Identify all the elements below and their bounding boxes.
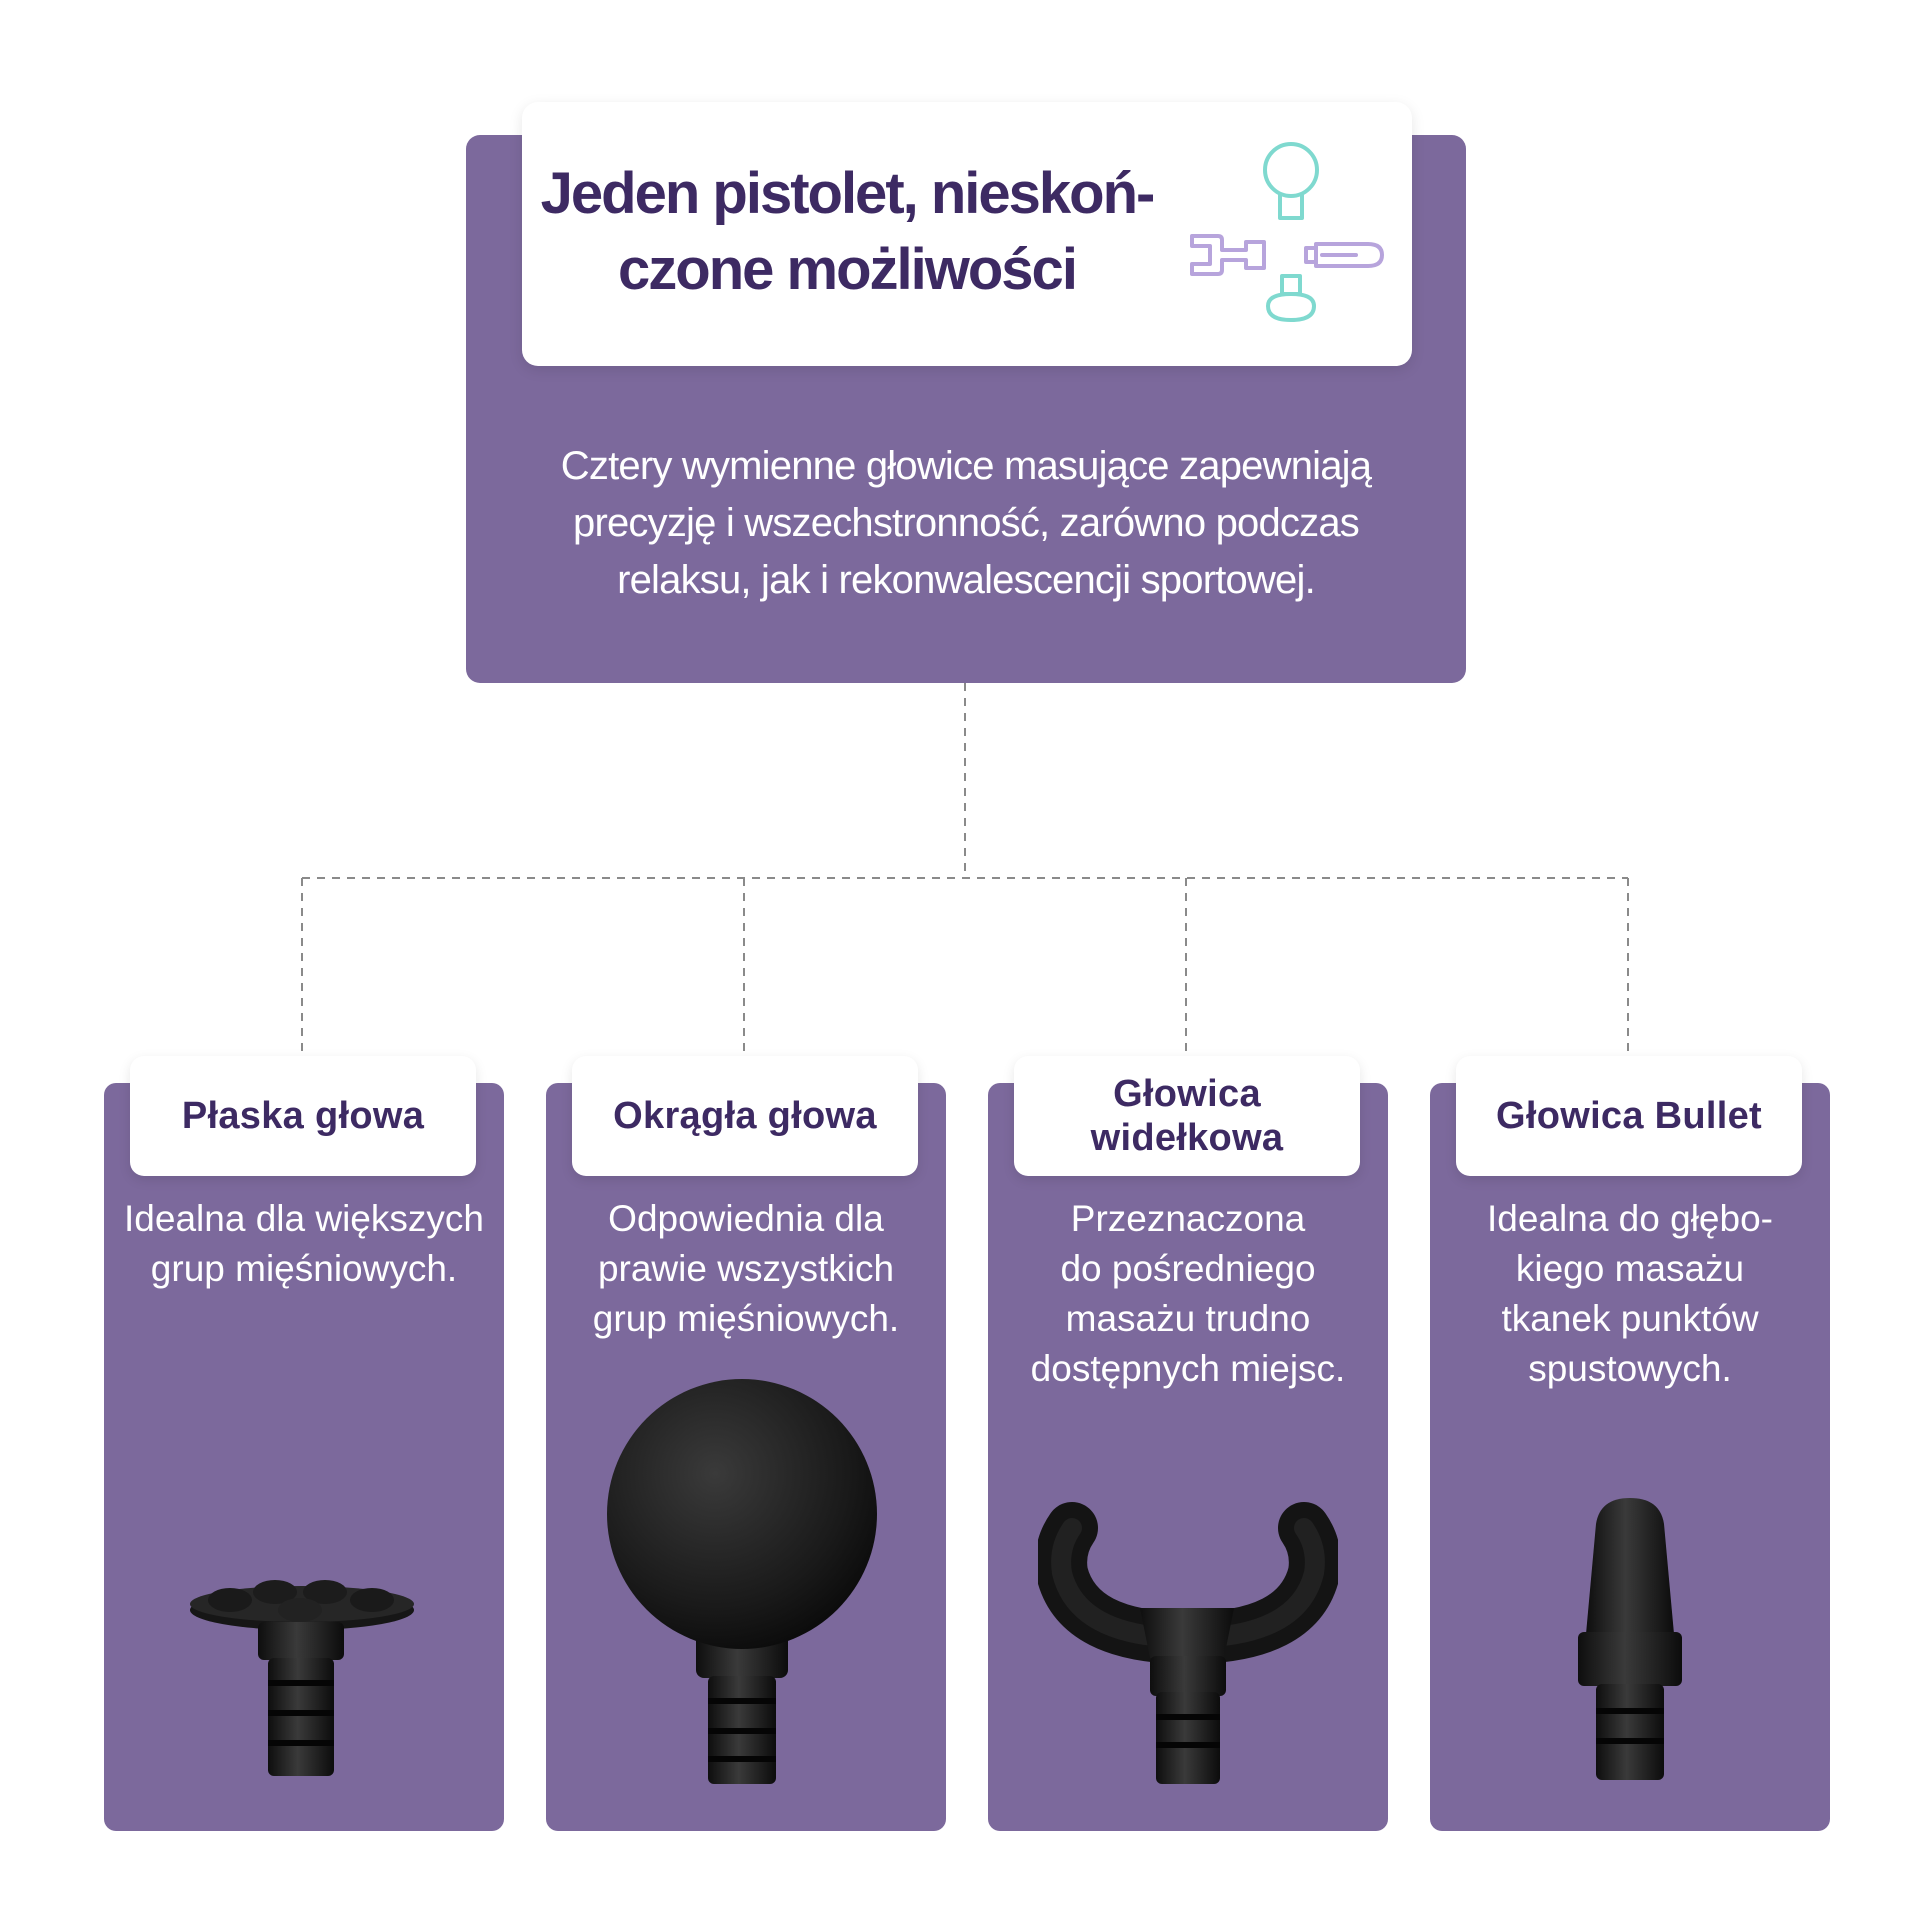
head-description: Odpowiednia dla prawie wszystkich grup m… (592, 1198, 900, 1339)
massage-heads-icon (1190, 142, 1384, 322)
bullet-head-image (1578, 1498, 1682, 1780)
hero-title-card: Jeden pistolet, nieskoń- czone możliwośc… (522, 102, 1412, 366)
ball-head-image (607, 1379, 877, 1784)
hero-title: Jeden pistolet, nieskoń- czone możliwośc… (540, 161, 1156, 302)
head-label-box-fork: Głowica widełkowa (1014, 1056, 1360, 1176)
head-description: Idealna dla większych grup mięśniowych. (124, 1198, 484, 1289)
head-description: Idealna do głębo- kiego masażu tkanek pu… (1487, 1198, 1773, 1389)
head-label: Głowica Bullet (1495, 1095, 1763, 1137)
head-label-box-bullet: Głowica Bullet (1456, 1056, 1802, 1176)
head-label: Głowica widełkowa (1090, 1073, 1284, 1159)
fork-head-image (1038, 1502, 1338, 1784)
head-label: Płaska głowa (181, 1095, 425, 1137)
head-label: Okrągła głowa (613, 1095, 877, 1137)
head-label-box-ball: Okrągła głowa (572, 1056, 918, 1176)
head-label-box-flat: Płaska głowa (130, 1056, 476, 1176)
hero-description: Cztery wymienne głowice masujące zapewni… (560, 444, 1372, 602)
flat-head-image (190, 1580, 414, 1776)
head-description: Przeznaczona do pośredniego masażu trudn… (1030, 1198, 1346, 1389)
